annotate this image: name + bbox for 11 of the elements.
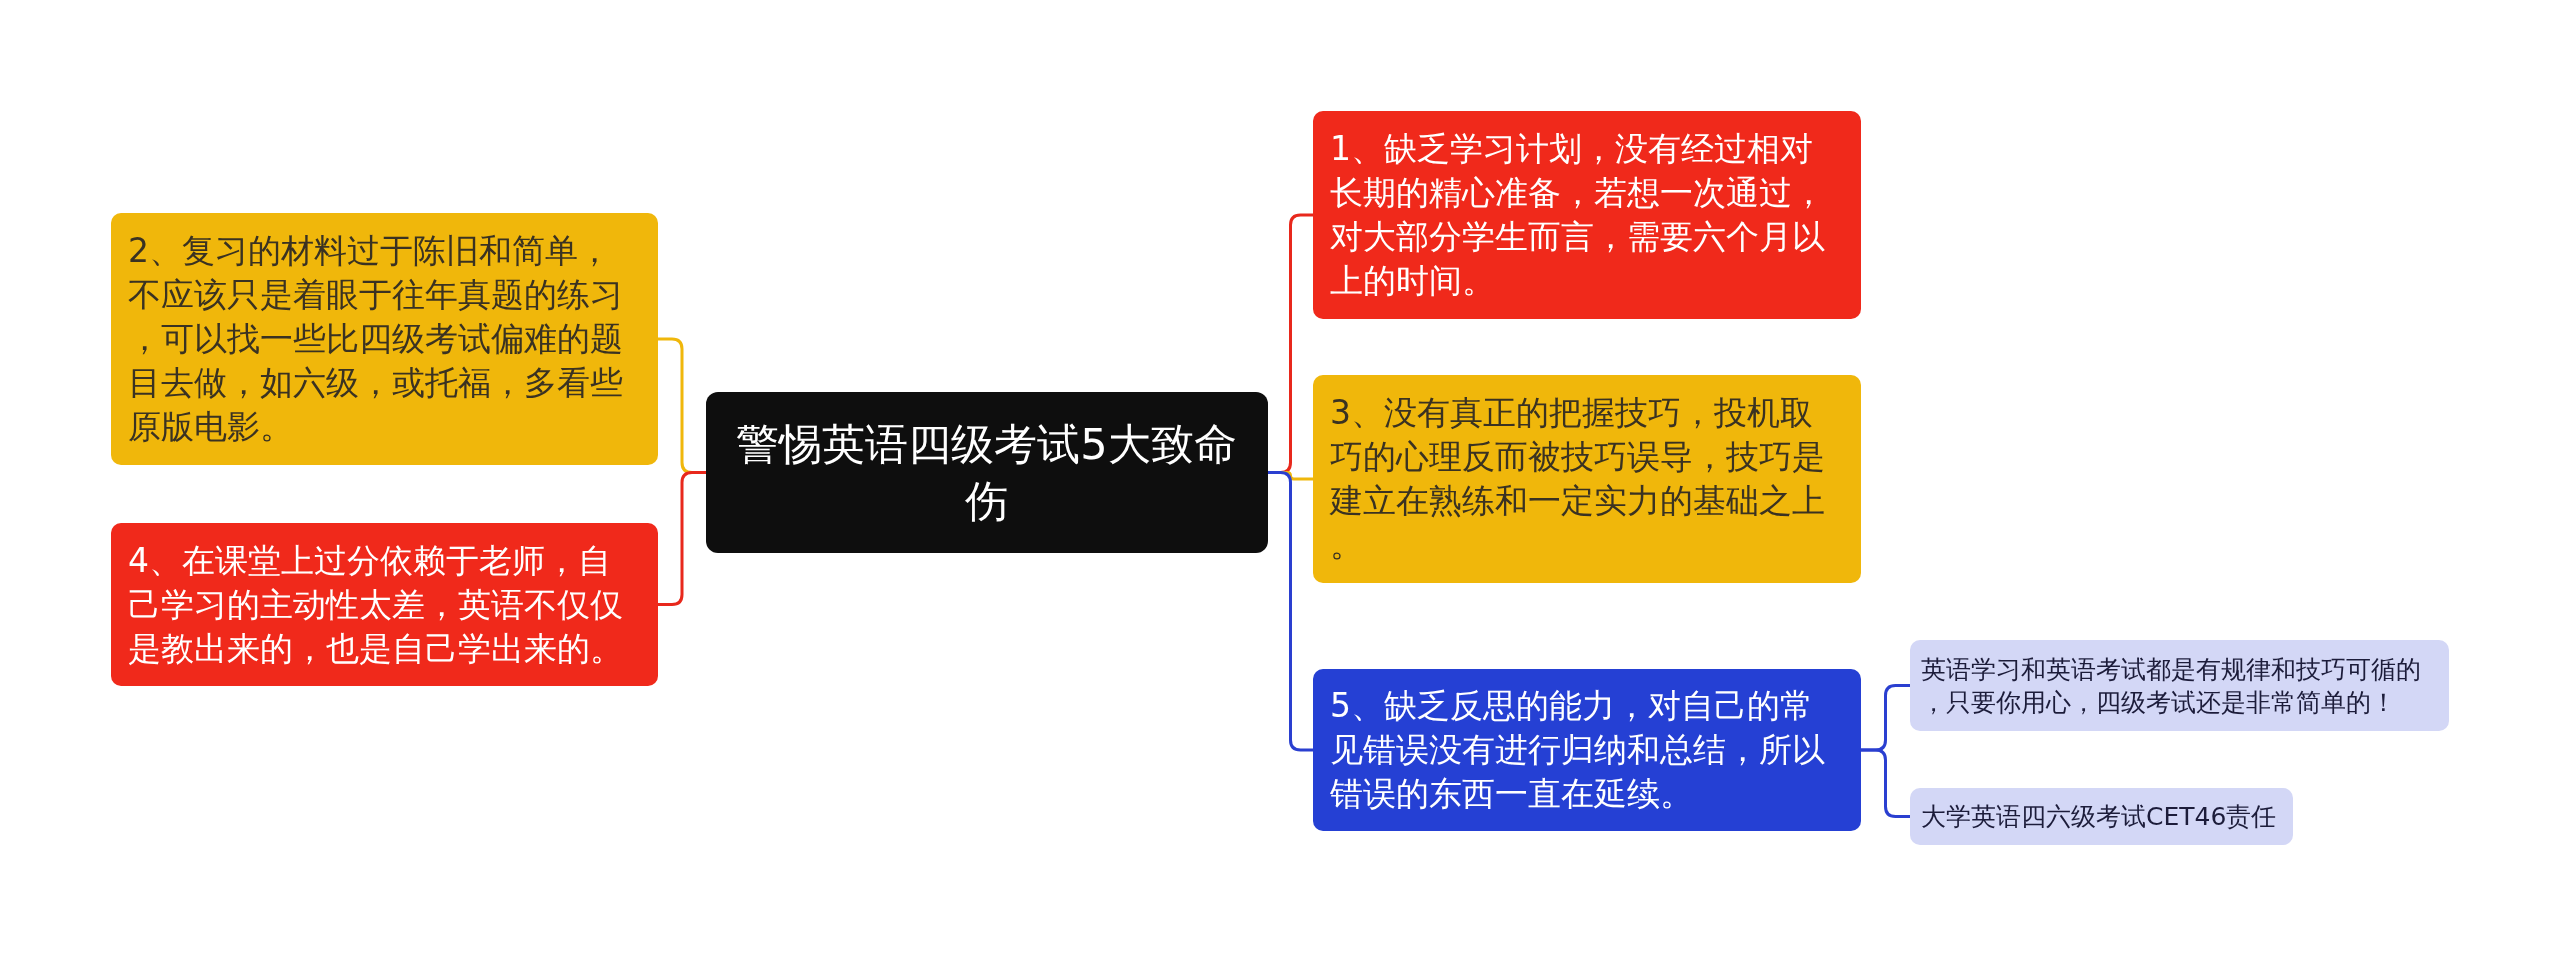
connector-line (1861, 748, 1910, 818)
topic-box: 2、复习的材料过于陈旧和简单，不应该只是着眼于往年真题的练习，可以找一些比四级考试偏难的题目去做，如六级，或托福，多看些原版电影。 (111, 213, 658, 465)
topic-box: 1、缺乏学习计划，没有经过相对长期的精心准备，若想一次通过，对大部分学生而言，需要六个月以上的时间。 (1313, 111, 1861, 319)
note-box: 大学英语四六级考试CET46责任 (1910, 788, 2293, 845)
topic-box: 3、没有真正的把握技巧，投机取巧的心理反而被技巧误导，技巧是建立在熟练和一定实力的基础之上。 (1313, 375, 1861, 583)
topic-box: 4、在课堂上过分依赖于老师，自己学习的主动性太差，英语不仅仅是教出来的，也是自己学出来的。 (111, 523, 658, 686)
topic-box: 5、缺乏反思的能力，对自己的常见错误没有进行归纳和总结，所以错误的东西一直在延续。 (1313, 669, 1861, 831)
connector-line (1268, 471, 1313, 752)
note-box: 英语学习和英语考试都是有规律和技巧可循的，只要你用心，四级考试还是非常简单的！ (1910, 640, 2449, 731)
central-topic-box: 警惕英语四级考试5大致命伤 (706, 392, 1268, 553)
connector-line (658, 471, 706, 606)
